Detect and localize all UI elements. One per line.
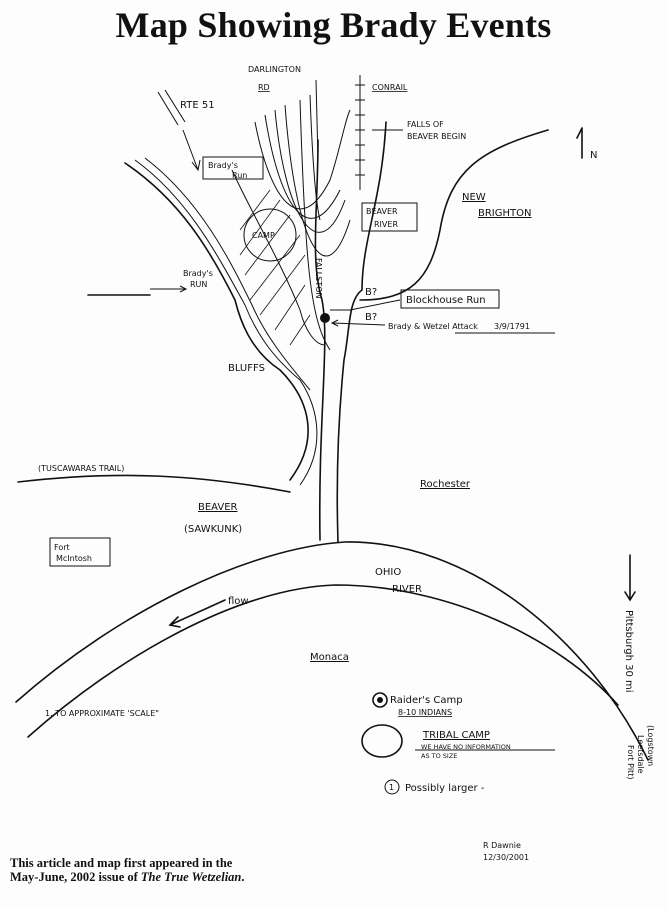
label-flow: flow [228,596,249,607]
label-blockhouse-run: Blockhouse Run [406,295,486,306]
label-attack-date: 3/9/1791 [494,322,530,331]
label-beaver: BEAVER [198,502,238,513]
signature: R Dawnie [483,841,521,850]
brady-run-valley-edge [124,162,309,481]
camp-circle [243,208,297,262]
tuscarawas-trail [17,474,291,493]
attack-site-marker [320,313,330,323]
label-b-question-2: B? [365,312,377,323]
label-bradys-run-2: RUN [190,280,207,289]
signature-date: 12/30/2001 [483,853,529,862]
label-b-question-1: B? [365,287,377,298]
north-arrow-icon [576,127,583,159]
contour-line [299,99,331,351]
caption-publication: The True Wetzelian [140,870,242,884]
label-tribal-note-2: AS TO SIZE [421,752,457,760]
bradys-run-box [202,156,264,180]
raiders-camp-marker [372,692,388,708]
bradys-run-arrow [150,285,188,293]
beaver-river-box [361,202,418,232]
beaver-river-west-bank [314,139,326,541]
label-rte-51: RTE 51 [180,100,215,111]
caption: This article and map first appeared in t… [10,856,260,884]
label-tuscarawas-trail: (TUSCAWARAS TRAIL) [38,464,124,473]
label-beaver-river-2: RIVER [374,220,398,229]
brady-run-stream [231,169,326,346]
brady-run-valley-edge [134,159,318,486]
attack-pointer [330,319,386,327]
label-rochester: Rochester [420,479,471,490]
label-bradys-run-1: Brady's [183,269,213,278]
label-ohio: OHIO [375,567,401,578]
label-camp: CAMP [252,231,275,240]
caption-text: This article and map first appeared in t… [10,856,233,884]
label-new-brighton-2: BRIGHTON [478,208,532,219]
brady-run-valley-edge [144,157,311,391]
label-raiders-camp: Raider's Camp [390,695,463,706]
pittsburgh-arrow [624,554,636,602]
label-monaca: Monaca [310,652,349,663]
beaver-river-east-bank [336,121,387,543]
rte-51-road [164,89,186,123]
label-tribal-note-1: WE HAVE NO INFORMATION [421,743,511,751]
label-logstown: (Logstown [646,725,655,766]
possibly-larger-marker [384,779,400,795]
possibly-marker-text: 1 [389,783,394,792]
label-fallston: FALLSTON [314,258,323,299]
label-attack: Brady & Wetzel Attack [388,322,478,331]
tribal-camp-circle [361,724,403,758]
label-fort-mcintosh-1: Fort [54,543,70,552]
label-new-brighton-1: NEW [462,192,486,203]
label-scale: 1. TO APPROXIMATE 'SCALE" [45,709,159,718]
fort-mcintosh-box [49,537,111,567]
ohio-river-north-bank [15,541,649,761]
label-raiders-count: 8-10 INDIANS [398,708,452,717]
raiders-camp-dot [377,697,383,703]
contour-line [254,109,351,210]
label-conrail: CONRAIL [372,83,408,92]
blockhouse-run-box [400,289,500,309]
label-bluffs: BLUFFS [228,363,265,374]
label-darlington: DARLINGTON [248,65,301,74]
contour-line [284,104,351,257]
label-falls-1: FALLS OF [407,120,444,129]
label-fort-mcintosh-2: McIntosh [56,554,92,563]
label-pittsburgh: Pittsburgh 30 mi [623,610,634,693]
rte-51-arrow [182,129,201,172]
blockhouse-run-stream [349,299,401,311]
label-possibly-larger: Possibly larger - [405,783,485,794]
caption-end: . [241,870,245,884]
label-river: RIVER [392,584,422,595]
label-leetsdale: Leetsdale [636,735,645,774]
darlington-road [315,79,319,161]
contour-line [309,94,321,221]
flow-arrow-icon [168,599,226,628]
label-sawkunk: (SAWKUNK) [184,524,242,535]
label-tribal-camp: TRIBAL CAMP [422,730,490,741]
label-rd: RD [258,83,270,92]
label-fort-pitt: Fort Pitt) [626,745,635,779]
ohio-river-south-bank [27,584,619,738]
label-beaver-river-1: BEAVER [366,207,398,216]
hatched-camp-area [239,189,311,346]
label-north: N [590,150,597,161]
label-bradys-box-1: Brady's [208,161,238,170]
new-brighton-boundary [359,129,549,301]
map-title: Map Showing Brady Events [115,5,552,45]
railroad-ties [355,84,365,176]
rte-51-road [157,91,179,126]
label-bradys-box-2: Run [232,171,247,180]
contour-line [274,109,346,233]
label-falls-2: BEAVER BEGIN [407,132,466,141]
